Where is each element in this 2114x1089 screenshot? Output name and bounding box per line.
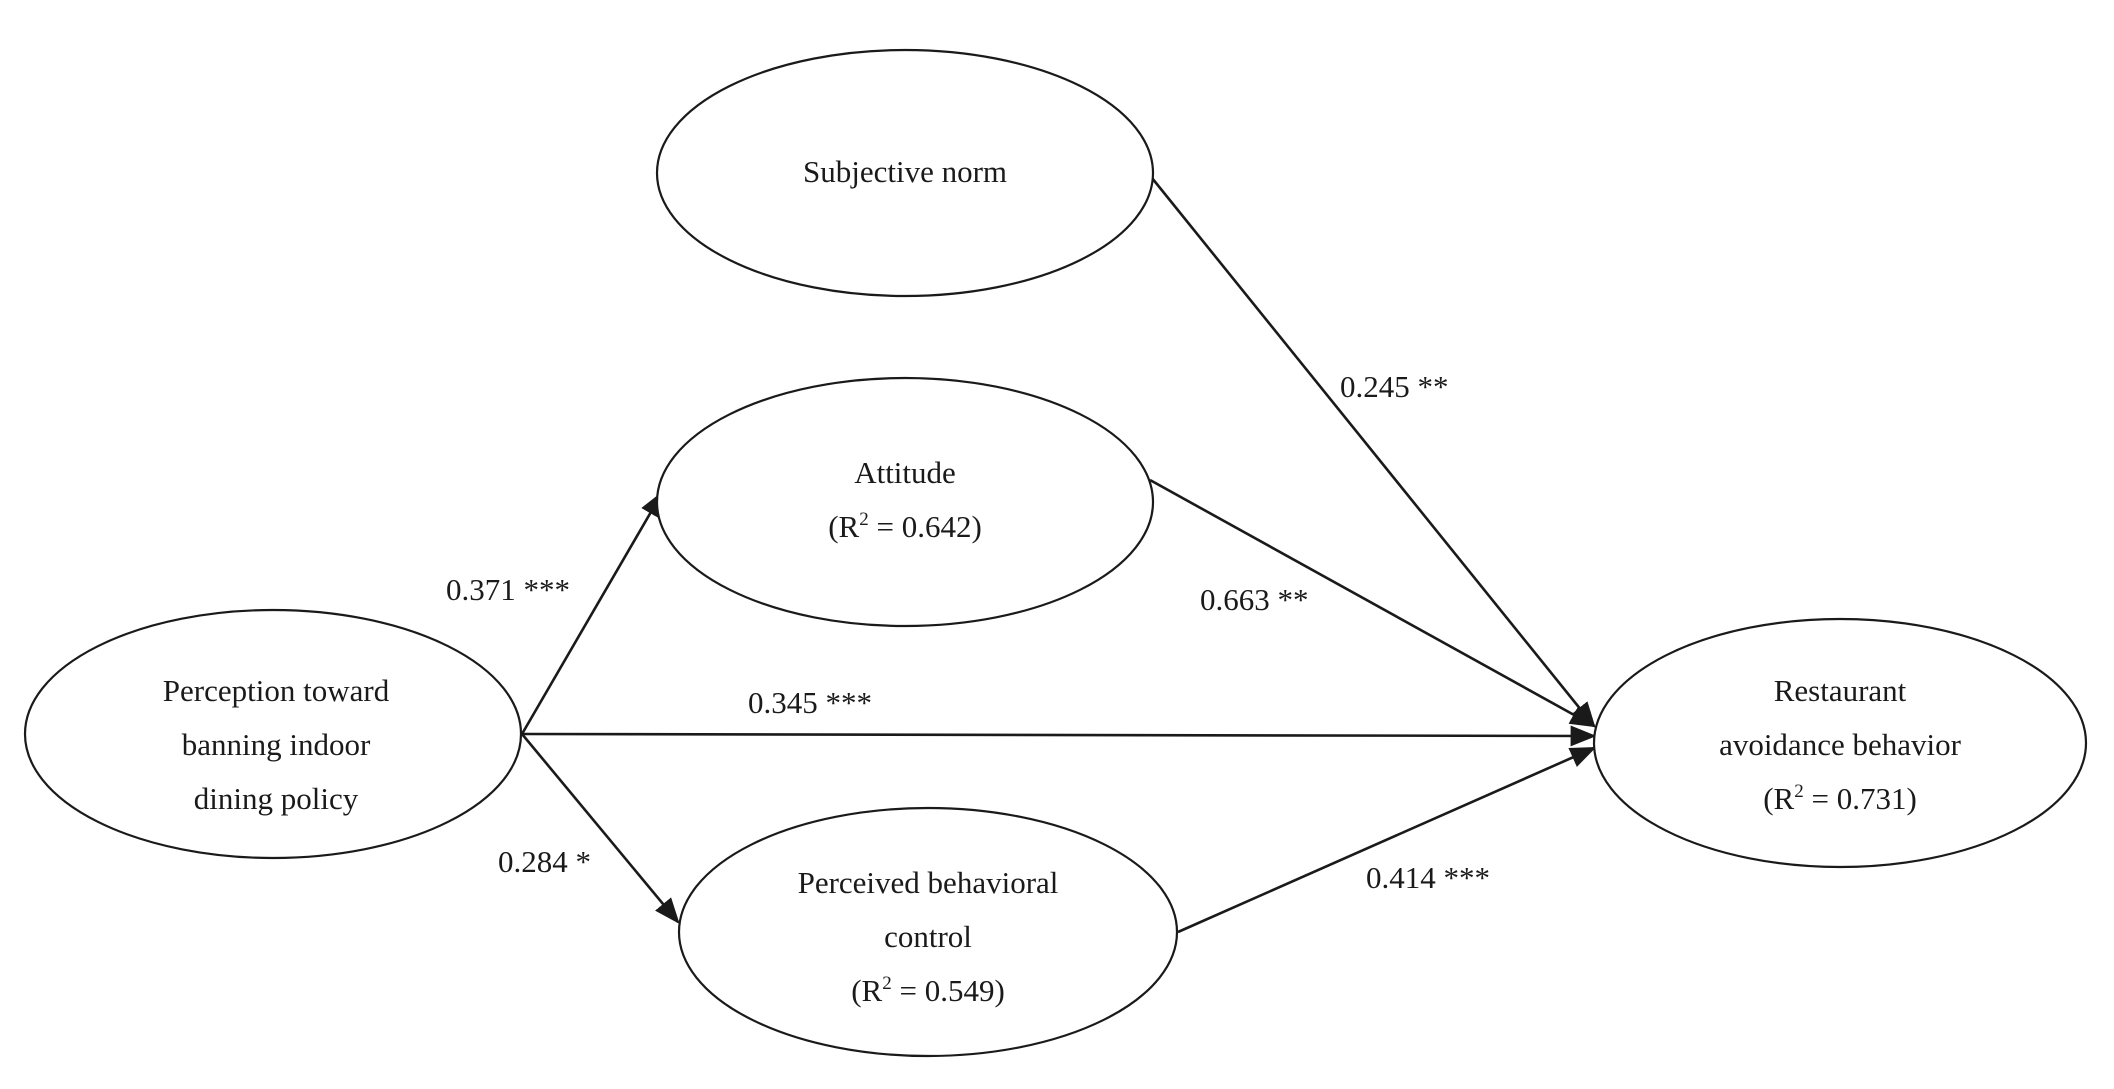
node-subjective-norm-ellipse — [655, 48, 1155, 298]
path-label-attitude-restaurant: 0.663 ** — [1200, 582, 1309, 617]
node-pbc-r2: (R2 = 0.549) — [851, 973, 1005, 1008]
node-pbc-label-line-1: Perceived behavioral — [798, 865, 1059, 900]
node-restaurant-label-line-2: avoidance behavior — [1719, 727, 1962, 762]
path-label-perception-pbc: 0.284 * — [498, 844, 591, 879]
node-perception-label-line-1: Perception toward — [163, 673, 390, 708]
edges — [520, 177, 1597, 934]
node-subjective-norm-label-line-1: Subjective norm — [803, 154, 1007, 189]
edge-subjective-norm-to-restaurant — [1150, 177, 1596, 729]
r2-prefix: (R — [851, 973, 882, 1008]
r2-suffix: ) — [994, 973, 1004, 1008]
r2-equals: = — [892, 973, 925, 1008]
node-perception-label-line-3: dining policy — [194, 781, 359, 816]
node-perception-ellipse — [23, 608, 523, 860]
path-label-perception-attitude: 0.371 *** — [446, 572, 570, 607]
r2-suffix: ) — [971, 509, 981, 544]
node-restaurant: Restaurant avoidance behavior (R2 = 0.73… — [1592, 617, 2088, 869]
node-attitude-ellipse — [655, 376, 1155, 628]
node-restaurant-r2: (R2 = 0.731) — [1763, 781, 1917, 816]
r2-prefix: (R — [828, 509, 859, 544]
r2-suffix: ) — [1906, 781, 1916, 816]
node-pbc: Perceived behavioral control (R2 = 0.549… — [677, 806, 1179, 1058]
path-label-perception-restaurant: 0.345 *** — [748, 685, 872, 720]
path-label-pbc-restaurant: 0.414 *** — [1366, 860, 1490, 895]
node-pbc-label-line-2: control — [884, 919, 972, 954]
edge-attitude-to-restaurant — [1149, 478, 1597, 728]
node-attitude-r2: (R2 = 0.642) — [828, 509, 982, 544]
r2-equals: = — [1804, 781, 1837, 816]
r2-value: 0.549 — [925, 973, 995, 1008]
path-labels: 0.245 ** 0.371 *** 0.663 ** 0.345 *** 0.… — [446, 369, 1490, 895]
r2-value: 0.731 — [1837, 781, 1907, 816]
edge-perception-to-restaurant — [521, 725, 1597, 747]
r2-value: 0.642 — [902, 509, 972, 544]
node-perception: Perception toward banning indoor dining … — [23, 608, 523, 860]
edge-perception-to-pbc — [520, 733, 680, 925]
r2-superscript: 2 — [859, 509, 869, 530]
r2-superscript: 2 — [882, 973, 892, 994]
node-subjective-norm: Subjective norm — [655, 48, 1155, 298]
node-restaurant-ellipse — [1592, 617, 2088, 869]
edge-pbc-to-restaurant — [1177, 746, 1597, 934]
r2-equals: = — [869, 509, 902, 544]
node-restaurant-label-line-1: Restaurant — [1774, 673, 1907, 708]
node-attitude-label-line-1: Attitude — [854, 455, 956, 490]
path-label-subjective-norm-restaurant: 0.245 ** — [1340, 369, 1449, 404]
edge-perception-to-attitude — [520, 490, 664, 735]
node-perception-label-line-2: banning indoor — [182, 727, 371, 762]
r2-prefix: (R — [1763, 781, 1794, 816]
r2-superscript: 2 — [1794, 781, 1804, 802]
node-pbc-ellipse — [677, 806, 1179, 1058]
node-attitude: Attitude (R2 = 0.642) — [655, 376, 1155, 628]
